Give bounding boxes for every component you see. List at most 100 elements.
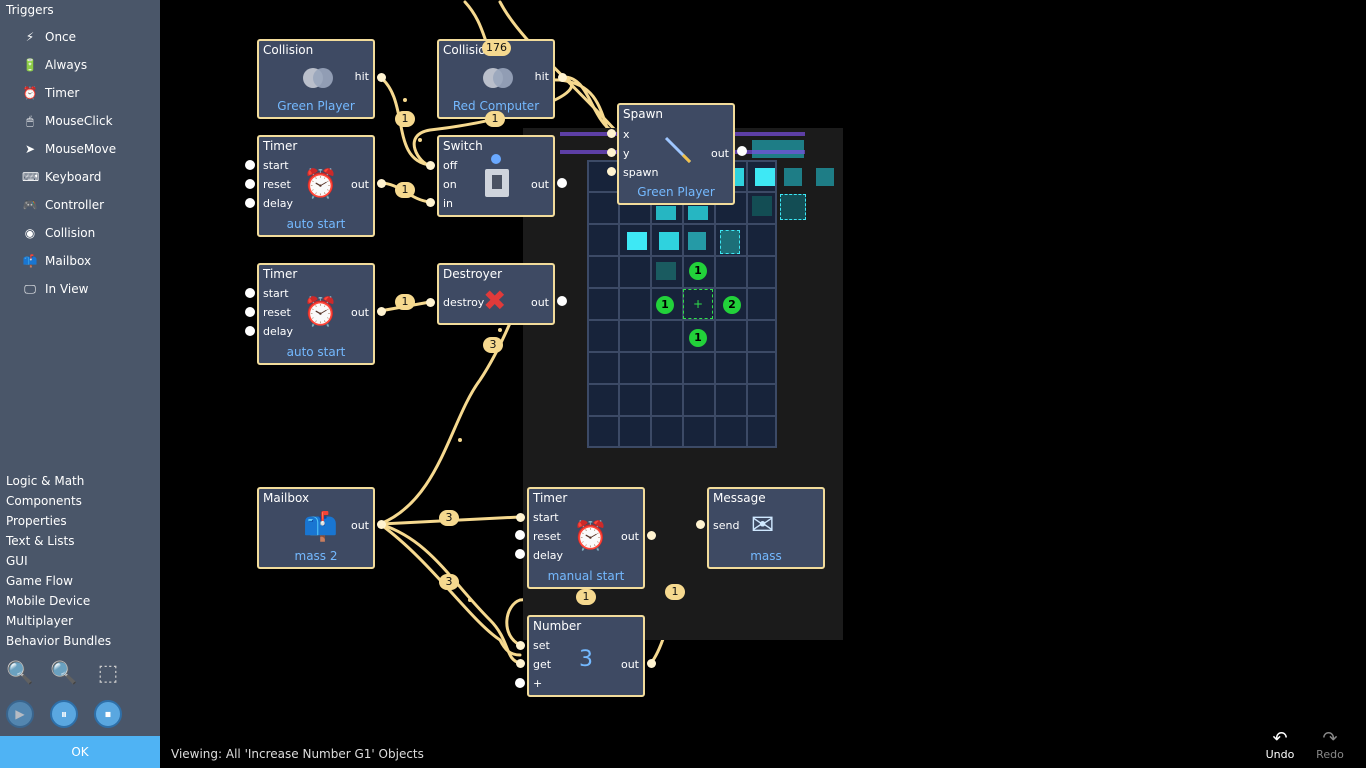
input-port[interactable] (426, 198, 435, 207)
undo-button[interactable]: ↶ Undo (1262, 730, 1298, 762)
node-title: Switch (443, 139, 483, 153)
play-button[interactable]: ▶ (6, 700, 34, 728)
mailbox-node[interactable]: Mailbox 📫 out mass 2 (257, 487, 375, 569)
message-node[interactable]: Message send ✉ mass (707, 487, 825, 569)
category-components[interactable]: Components (6, 494, 82, 508)
output-port[interactable] (557, 296, 567, 306)
port-hit-label: hit (354, 70, 369, 83)
port-start-label: start (263, 287, 289, 300)
input-port[interactable] (515, 530, 525, 540)
input-port[interactable] (245, 307, 255, 317)
node-title: Timer (533, 491, 568, 505)
output-port[interactable] (377, 307, 386, 316)
trigger-mouseclick[interactable]: 🖱MouseClick (22, 111, 112, 131)
link-count-badge: 176 (482, 40, 511, 56)
port-x-label: x (623, 128, 630, 141)
category-text-lists[interactable]: Text & Lists (6, 534, 75, 548)
trigger-collision[interactable]: ◉Collision (22, 223, 96, 243)
trigger-mousemove[interactable]: ➤MouseMove (22, 139, 116, 159)
input-port[interactable] (245, 326, 255, 336)
port-out-label: out (350, 306, 369, 319)
number-node[interactable]: Number set get + 3 out (527, 615, 645, 697)
input-port[interactable] (516, 513, 525, 522)
collision-icon: ◉ (24, 226, 36, 240)
category-multiplayer[interactable]: Multiplayer (6, 614, 74, 628)
marquee-select-icon[interactable]: ⬚ (97, 661, 119, 686)
port-get-label: get (533, 658, 552, 671)
cyan-tile (752, 196, 772, 216)
input-port[interactable] (607, 129, 616, 138)
timer-node-auto-start-1[interactable]: Timer start reset delay ⏰ out auto start (257, 135, 375, 237)
timer-node-manual-start[interactable]: Timer start reset delay ⏰ out manual sta… (527, 487, 645, 589)
category-game-flow[interactable]: Game Flow (6, 574, 73, 588)
trigger-timer[interactable]: ⏰Timer (22, 83, 80, 103)
input-port[interactable] (516, 659, 525, 668)
output-port[interactable] (377, 179, 386, 188)
spawn-node[interactable]: Spawn x y spawn out Green Player (617, 103, 735, 205)
input-port[interactable] (515, 549, 525, 559)
category-gui[interactable]: GUI (6, 554, 28, 568)
timer-node-auto-start-2[interactable]: Timer start reset delay ⏰ out auto start (257, 263, 375, 365)
stop-button[interactable]: ⏹ (94, 700, 122, 728)
zoom-out-icon[interactable]: 🔍 (50, 661, 78, 686)
output-port[interactable] (647, 531, 656, 540)
input-port[interactable] (426, 298, 435, 307)
cyan-tile (688, 232, 706, 250)
input-port[interactable] (245, 198, 255, 208)
cyan-tile (784, 168, 802, 186)
input-port[interactable] (515, 678, 525, 688)
port-out-label: out (710, 147, 729, 160)
category-behavior-bundles[interactable]: Behavior Bundles (6, 634, 112, 648)
grid-marker: 1 (689, 329, 707, 347)
destroyer-node[interactable]: Destroyer destroy ✖ out (437, 263, 555, 325)
alarm-clock-icon: ⏰ (573, 519, 608, 552)
input-port[interactable] (607, 148, 616, 157)
pause-button[interactable]: ⏸ (50, 700, 78, 728)
battery-icon: 🔋 (22, 58, 38, 72)
ok-button[interactable]: OK (0, 736, 160, 768)
redo-button[interactable]: ↷ Redo (1312, 730, 1348, 762)
output-port[interactable] (647, 659, 656, 668)
viewing-status-text: Viewing: All 'Increase Number G1' Object… (171, 747, 424, 761)
node-title: Timer (263, 139, 298, 153)
input-port[interactable] (245, 160, 255, 170)
output-port[interactable] (377, 73, 386, 82)
cyan-tile (656, 262, 676, 280)
collision-node-green-player[interactable]: Collision hit Green Player (257, 39, 375, 119)
cyan-tile (734, 168, 744, 186)
trigger-mailbox[interactable]: 📫Mailbox (22, 251, 92, 271)
zoom-in-icon[interactable]: 🔍 (6, 661, 34, 686)
trigger-label: Mailbox (45, 254, 92, 268)
node-target: Green Player (637, 185, 715, 199)
output-port[interactable] (737, 146, 747, 156)
output-port[interactable] (557, 178, 567, 188)
mailbox-icon: 📫 (303, 510, 338, 543)
input-port[interactable] (245, 179, 255, 189)
input-port[interactable] (696, 520, 705, 529)
category-logic-math[interactable]: Logic & Math (6, 474, 85, 488)
trigger-always[interactable]: 🔋 Always (22, 55, 88, 75)
input-port[interactable] (426, 161, 435, 170)
collision-icon (303, 68, 333, 88)
input-port[interactable] (607, 167, 616, 176)
cyan-tile (627, 232, 647, 250)
trigger-label: Always (45, 58, 88, 72)
collision-icon (483, 68, 513, 88)
trigger-label: Controller (45, 198, 105, 212)
node-mode: auto start (286, 217, 346, 231)
output-port[interactable] (558, 73, 567, 82)
trigger-keyboard[interactable]: ⌨Keyboard (22, 167, 101, 187)
output-port[interactable] (377, 520, 386, 529)
category-mobile-device[interactable]: Mobile Device (6, 594, 91, 608)
input-port[interactable] (245, 288, 255, 298)
switch-node[interactable]: Switch off on in out (437, 135, 555, 217)
category-properties[interactable]: Properties (6, 514, 67, 528)
port-reset-label: reset (263, 178, 291, 191)
trigger-controller[interactable]: 🎮Controller (22, 195, 105, 215)
trigger-in-view[interactable]: 🖵In View (22, 279, 88, 299)
switch-state-indicator (491, 154, 501, 164)
grid-lines (589, 162, 775, 446)
number-value[interactable]: 3 (579, 647, 593, 672)
input-port[interactable] (516, 641, 525, 650)
trigger-once[interactable]: ⚡Once (22, 27, 76, 47)
